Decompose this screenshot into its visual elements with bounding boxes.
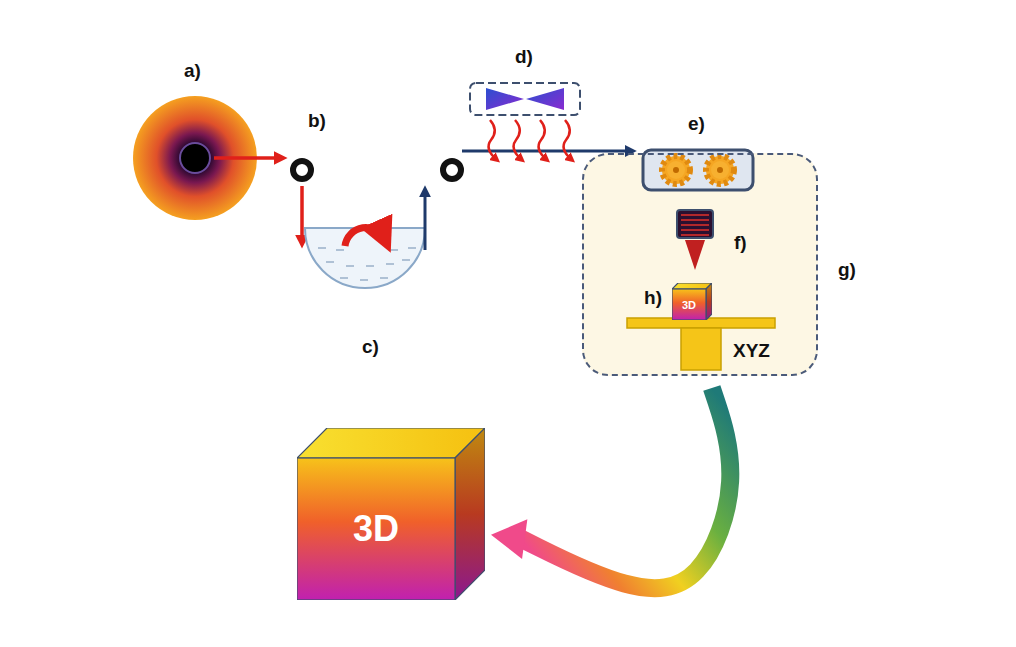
xyz-build-platform	[627, 318, 775, 370]
part-letter: g)	[838, 259, 856, 281]
flow-arrow-body	[521, 388, 730, 588]
part-letter: c)	[362, 336, 379, 358]
printer-region: g)h)3D	[582, 153, 818, 376]
drive-gears	[643, 150, 753, 190]
part-text: 3D	[353, 508, 399, 550]
feed-arrow	[300, 186, 304, 243]
part-letter: a)	[184, 60, 201, 82]
part-letter: b)	[308, 110, 326, 132]
hot-end-nozzle	[677, 210, 713, 270]
guide-roller	[293, 161, 311, 179]
part-letter: e)	[688, 113, 705, 135]
feed-arrow	[214, 156, 282, 160]
part-letter: h)	[644, 287, 662, 309]
flow-arrow	[491, 388, 730, 588]
feed-arrow	[424, 190, 427, 250]
heat-waves	[489, 120, 572, 160]
axis-label: XYZ	[733, 340, 770, 362]
guide-roller	[443, 161, 461, 179]
heater	[470, 83, 580, 115]
part-letter: d)	[515, 46, 533, 68]
part-text: 3D	[682, 299, 696, 311]
printed-part: h)3D	[672, 283, 712, 320]
final-3d-part: 3D	[297, 428, 485, 600]
impregnation-bath	[305, 228, 425, 288]
arrowhead	[491, 519, 527, 559]
part-letter: f)	[734, 232, 747, 254]
